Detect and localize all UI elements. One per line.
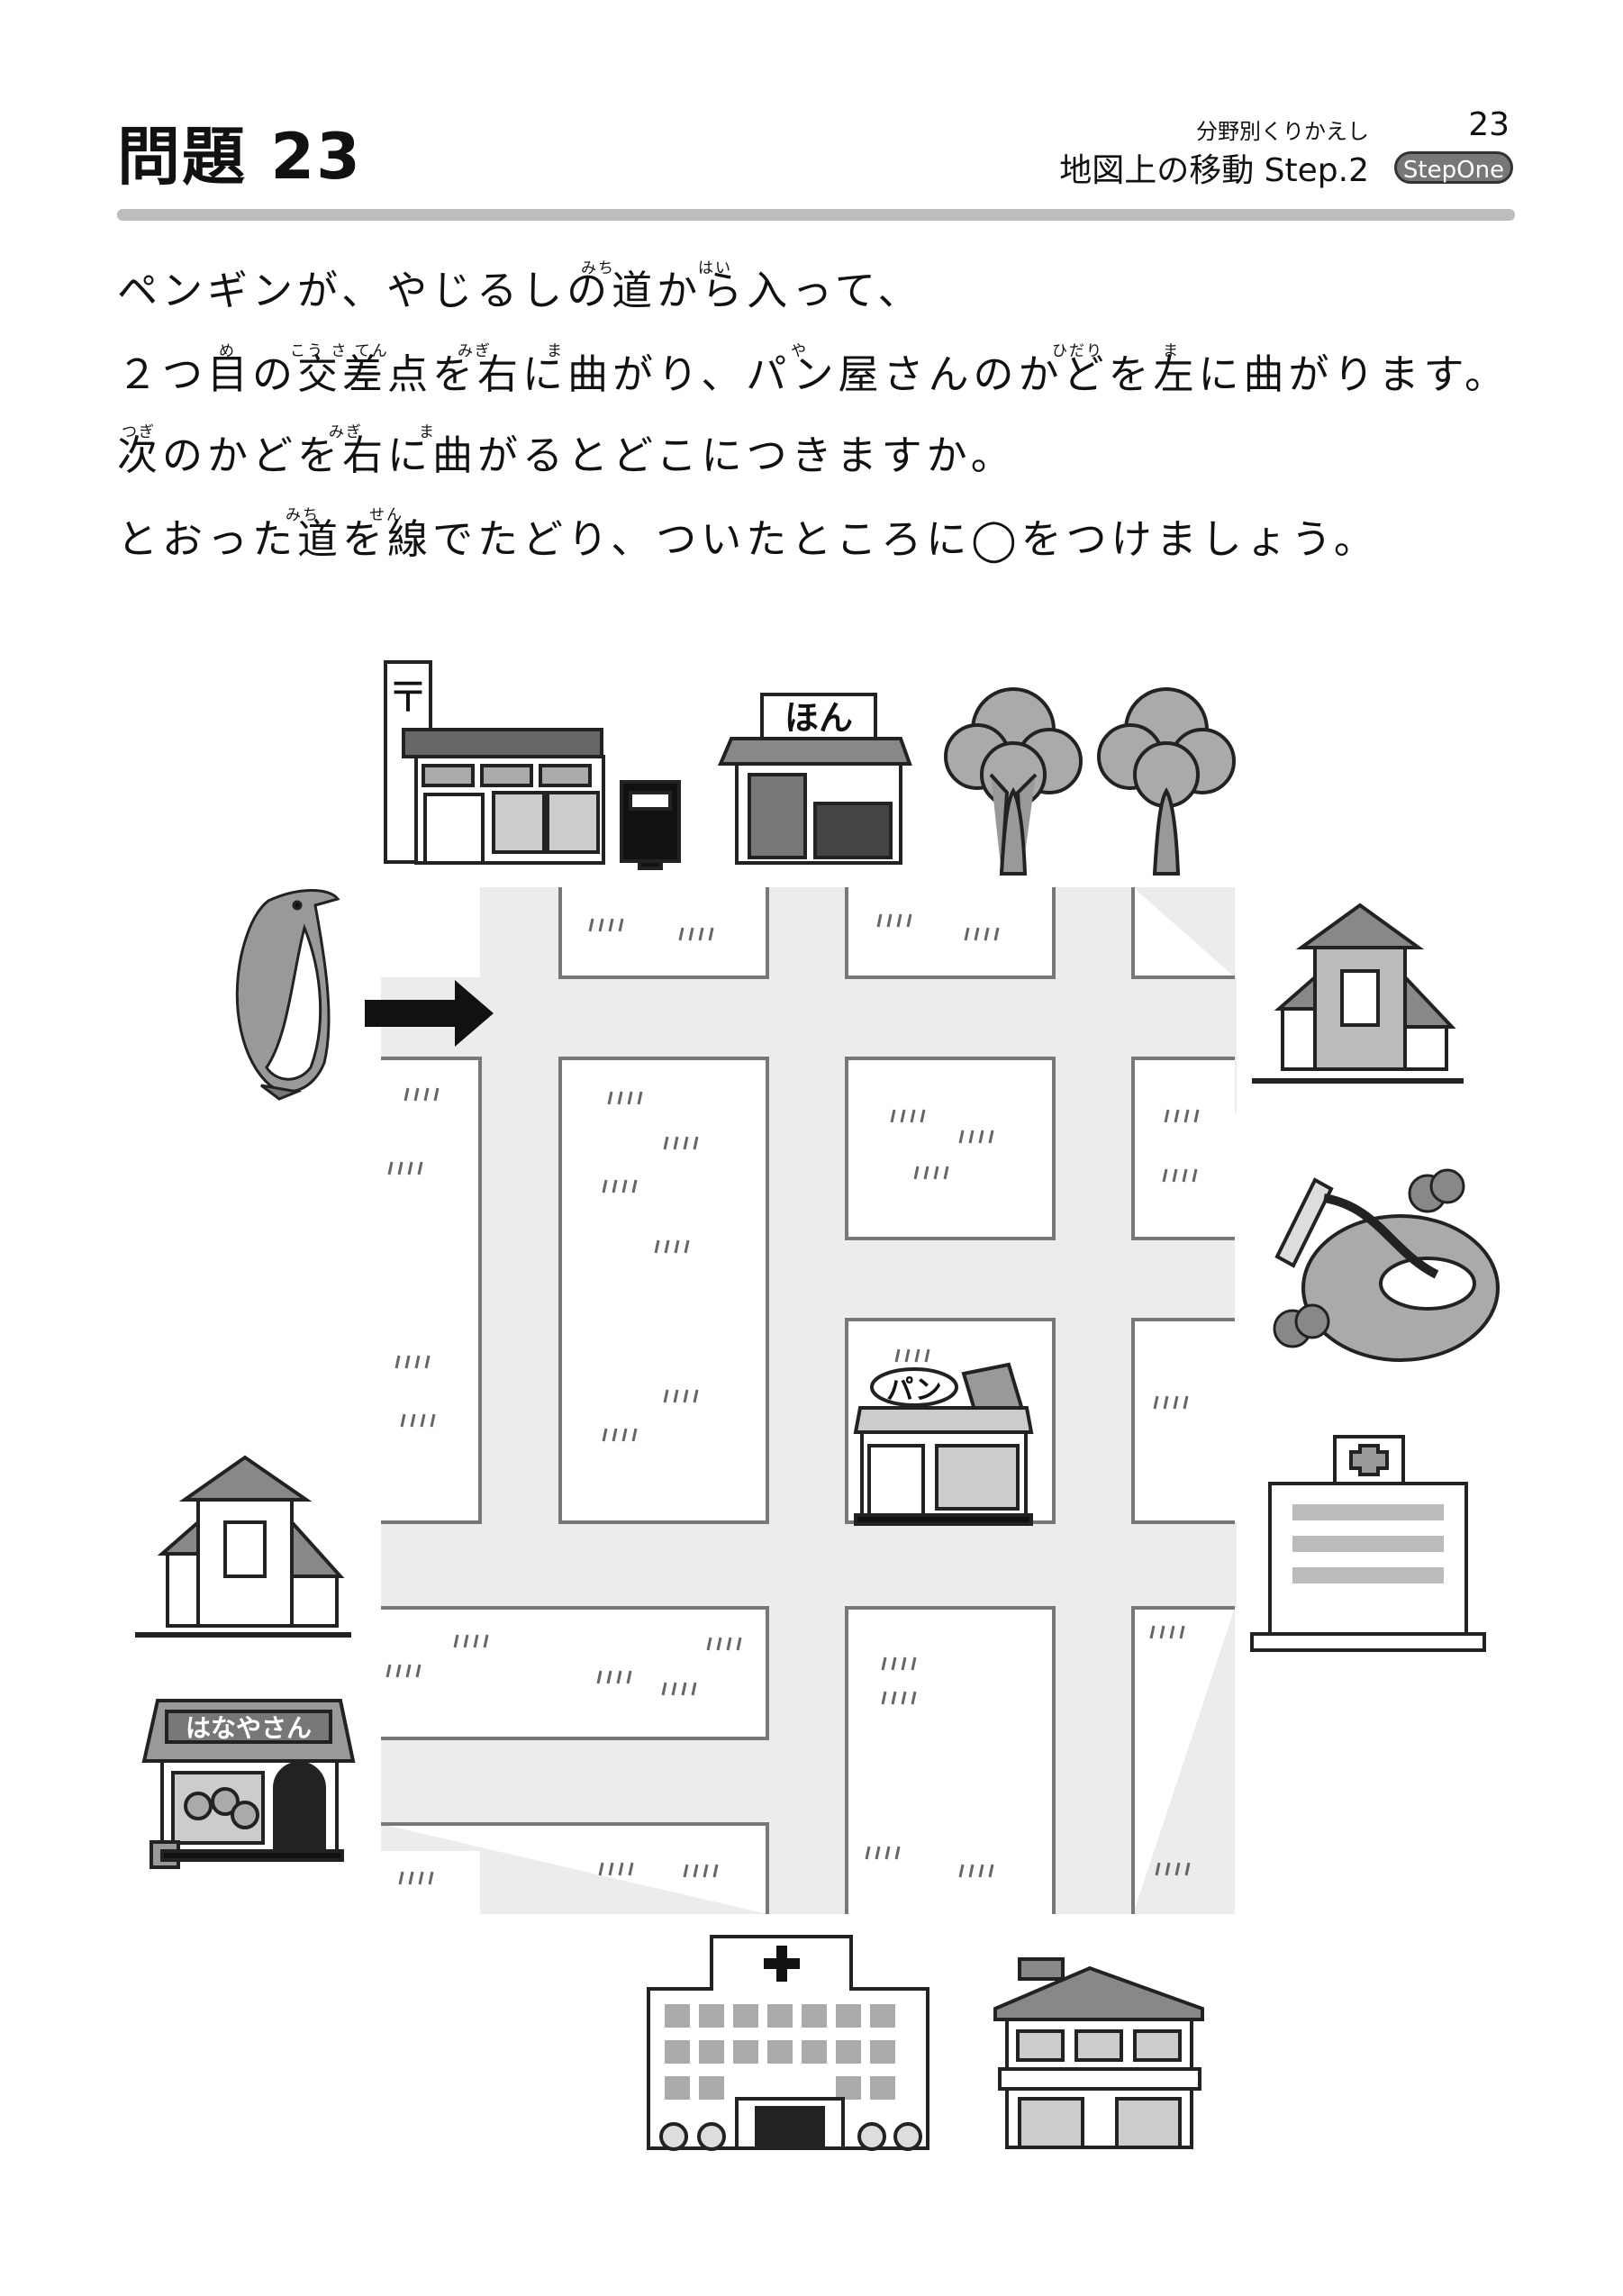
page-number: 23 (1468, 106, 1510, 143)
fire-station-icon (993, 1957, 1204, 2149)
post-office-icon: 〒 (384, 660, 681, 870)
hospital-icon (647, 1935, 929, 2151)
furigana: ひだり (1052, 342, 1103, 360)
furigana: や (791, 342, 808, 360)
bakery-sign: パン (886, 1375, 942, 1406)
header-divider (117, 209, 1515, 221)
question-line-4: とおった道を線でたどり、ついたところに◯をつけましょう。 (117, 515, 1379, 563)
furigana: みぎ (329, 423, 363, 441)
furigana: はい (698, 259, 732, 277)
furigana: せん (369, 506, 403, 524)
stepone-badge: StepOne (1394, 151, 1513, 184)
furigana: みち (581, 259, 615, 277)
furigana: ま (419, 423, 436, 441)
flower-shop-sign: はなやさん (186, 1713, 312, 1743)
bakery-icon: パン (853, 1362, 1034, 1526)
furigana: こう さ てん (290, 342, 389, 360)
problem-title: 問題 23 (117, 120, 362, 194)
house-icon (1252, 903, 1464, 1084)
question-line-1: ペンギンが、やじるしの道から入って、 (117, 267, 923, 314)
house-icon (135, 1455, 351, 1638)
subcategory-label: 分野別くりかえし (1196, 119, 1369, 144)
furigana: ま (1163, 342, 1180, 360)
question-line-3: 次のかどを右に曲がるとどこにつきますか。 (117, 431, 1016, 479)
header-meta: 分野別くりかえし 23 地図上の移動 Step.2 StepOne (1045, 106, 1513, 189)
furigana: ま (547, 342, 564, 360)
furigana: つぎ (122, 423, 156, 441)
entry-arrow-icon (365, 980, 494, 1047)
furigana: め (219, 342, 236, 360)
entry-road (381, 977, 1237, 1112)
furigana: みぎ (458, 342, 492, 360)
topic-label: 地図上の移動 Step.2 (1059, 152, 1369, 189)
tree-icon (944, 687, 1083, 876)
penguin-icon (235, 889, 340, 1101)
post-symbol: 〒 (387, 673, 429, 721)
flower-shop-icon: はなやさん (141, 1699, 356, 1869)
tree-icon (1097, 687, 1236, 876)
road-network (381, 887, 1237, 1914)
question-line-2: ２つ目の交差点を右に曲がり、パン屋さんのかどを左に曲がります。 (117, 350, 1510, 398)
playground-icon (1273, 1168, 1500, 1362)
book-store-sign: ほん (784, 698, 853, 738)
clinic-icon (1250, 1435, 1486, 1652)
book-store-icon: ほん (717, 693, 912, 865)
furigana: みち (286, 506, 320, 524)
